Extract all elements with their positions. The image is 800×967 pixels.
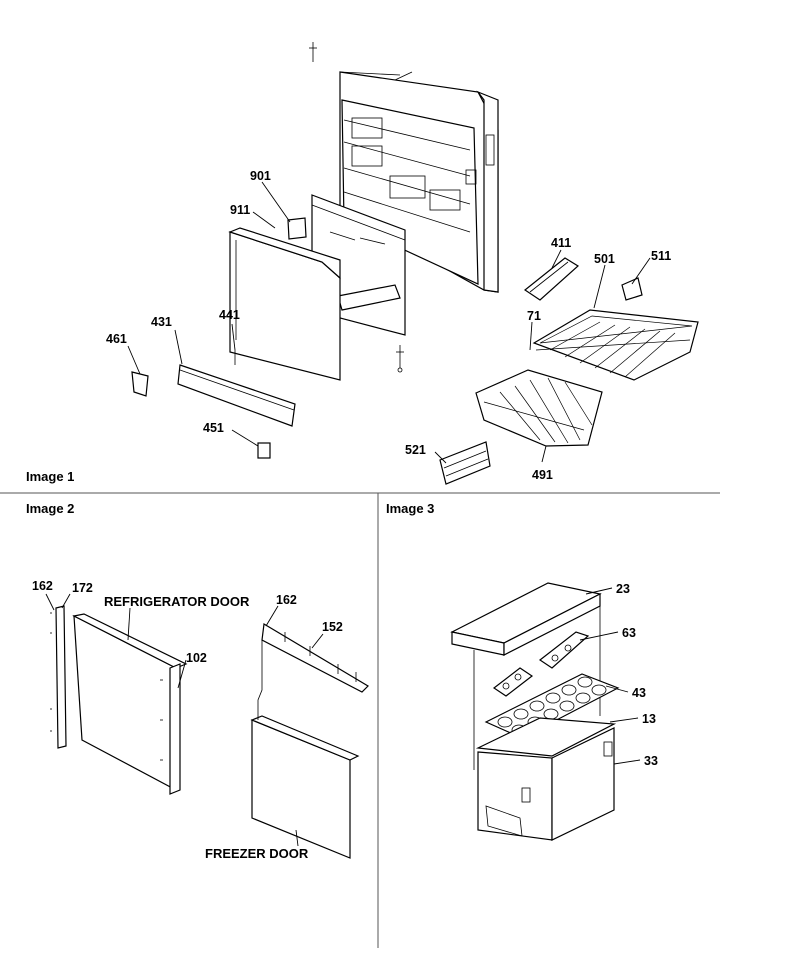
- label-freezer-door: FREEZER DOOR: [205, 846, 309, 861]
- part-461-shape: [131, 371, 149, 397]
- freezer-door-panel-part: [228, 227, 341, 381]
- leader-162-left: [45, 593, 55, 611]
- callout-451: 451: [203, 421, 224, 435]
- callout-152: 152: [322, 620, 343, 634]
- leader-13: [609, 717, 639, 723]
- image-3-drawing: [450, 582, 641, 841]
- leader-511: [631, 257, 651, 285]
- leader-102: [177, 659, 187, 689]
- leader-451: [231, 429, 259, 447]
- callout-172: 172: [72, 581, 93, 595]
- part-13-shape: [475, 717, 617, 757]
- leader-63: [579, 631, 619, 641]
- part-511-shape: [621, 277, 643, 301]
- leader-411: [551, 249, 562, 269]
- leader-441: [231, 323, 236, 351]
- callout-441: 441: [219, 308, 240, 322]
- callout-901: 901: [250, 169, 271, 183]
- leader-33: [613, 759, 641, 765]
- part-102-shape: [169, 663, 181, 795]
- leader-71: [529, 321, 533, 351]
- leader-901: [261, 181, 291, 223]
- leader-501: [593, 264, 606, 309]
- callout-71: 71: [527, 309, 541, 323]
- callout-13: 13: [642, 712, 656, 726]
- callout-162-left: 162: [32, 579, 53, 593]
- callout-411: 411: [551, 236, 571, 250]
- panel-label-image-3: Image 3: [386, 501, 434, 516]
- freezer-door-top-edge: [250, 715, 360, 761]
- leader-freezer-door: [295, 829, 299, 847]
- refrigerator-cabinet-part: [339, 71, 499, 293]
- part-431-detail-line: [179, 369, 295, 411]
- drawer-screw-part: [396, 345, 404, 373]
- callout-521: 521: [405, 443, 426, 457]
- leader-152: [311, 633, 324, 649]
- callout-911: 911: [230, 203, 250, 217]
- part-901-shape: [287, 217, 307, 240]
- leader-refrigerator-door: [127, 607, 131, 641]
- image-2-drawing: [45, 593, 369, 859]
- part-63-shape: [538, 631, 590, 669]
- leader-43: [605, 685, 629, 693]
- callout-23: 23: [616, 582, 630, 596]
- part-451-shape: [257, 442, 271, 459]
- freezer-door-shape: [251, 719, 351, 859]
- callout-33: 33: [644, 754, 658, 768]
- upper-basket-part: [532, 309, 699, 381]
- lower-basket-part: [475, 369, 603, 447]
- part-152-shape: [261, 623, 369, 693]
- refrigerator-door-top-edge: [72, 613, 188, 669]
- panel-label-image-2: Image 2: [26, 501, 74, 516]
- callout-501: 501: [594, 252, 615, 266]
- leader-911: [252, 211, 276, 229]
- panel-label-image-1: Image 1: [26, 469, 74, 484]
- leader-172: [61, 593, 71, 609]
- callout-431: 431: [151, 315, 172, 329]
- callout-102: 102: [186, 651, 207, 665]
- part-431-shape: [177, 364, 296, 427]
- callout-511: 511: [651, 249, 671, 263]
- callout-491: 491: [532, 468, 553, 482]
- callout-63: 63: [622, 626, 636, 640]
- part-172-shape: [55, 605, 67, 749]
- leader-521: [434, 451, 447, 464]
- callout-461: 461: [106, 332, 127, 346]
- leader-491: [541, 445, 547, 463]
- part-411-shape: [523, 257, 579, 301]
- leader-461: [127, 345, 141, 375]
- top-screw-part: [309, 42, 317, 62]
- label-refrigerator-door: REFRIGERATOR DOOR: [104, 594, 250, 609]
- leader-431: [174, 329, 183, 365]
- part-521-shape: [439, 441, 491, 485]
- freezer-door-side-line: [257, 640, 263, 720]
- part-63-left-shape: [492, 667, 534, 697]
- image-1-drawing: [127, 42, 699, 485]
- callout-162-right: 162: [276, 593, 297, 607]
- leader-23: [585, 587, 613, 595]
- part-33-shape: [477, 727, 615, 841]
- callout-43: 43: [632, 686, 646, 700]
- leader-162-right: [265, 605, 279, 627]
